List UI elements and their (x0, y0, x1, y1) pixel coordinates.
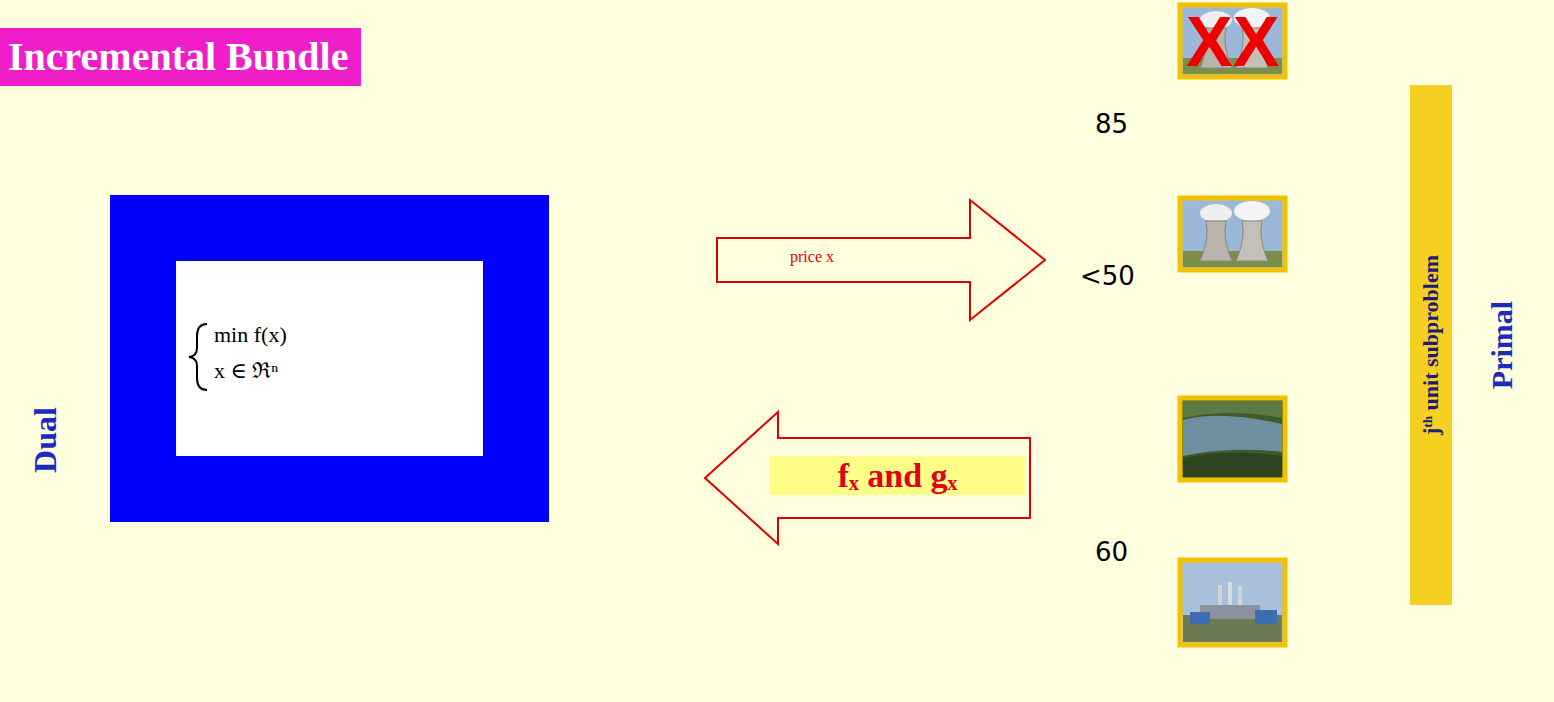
formula-line: min f(x) (214, 321, 287, 349)
subproblem-band: jᵗʰ unit subproblem (1410, 85, 1452, 605)
bid-number: 85 (1095, 110, 1128, 140)
side-label: Primal (1485, 301, 1520, 389)
steam (1200, 204, 1232, 222)
cooling-tower (1200, 221, 1232, 261)
thermal-plant-picture (1180, 560, 1285, 645)
tank (1255, 610, 1277, 624)
bid-number: <50 (1080, 262, 1135, 292)
picture-frame (1180, 198, 1285, 270)
title-band: Incremental Bundle (0, 28, 361, 86)
cross-mark: XX (1186, 2, 1279, 83)
steam (1234, 201, 1270, 221)
nuclear-plant-picture (1180, 198, 1285, 270)
band-label: jᵗʰ unit subproblem (1417, 255, 1445, 435)
answer-arrow (705, 412, 1030, 544)
picture-frame (1180, 398, 1285, 480)
picture-frame (1180, 560, 1285, 645)
side-label: Dual (27, 407, 64, 473)
forest (1183, 452, 1282, 477)
tank (1190, 612, 1210, 624)
forest (1183, 401, 1282, 418)
price-arrow (717, 200, 1045, 320)
bid-number: 60 (1095, 538, 1128, 568)
arrow-label: fₓ and gₓ (770, 456, 1025, 495)
lake (1183, 416, 1282, 456)
slide-title: Incremental Bundle (8, 34, 348, 80)
box-interior (177, 262, 485, 456)
formula-line: x ∈ ℜⁿ (214, 357, 278, 385)
cooling-tower (1236, 221, 1268, 261)
dual-problem-box: min f(x) x ∈ ℜⁿ (110, 195, 549, 522)
arrow-label: price x (790, 248, 834, 266)
hydro-dam-picture (1180, 398, 1285, 480)
brace (189, 324, 207, 390)
